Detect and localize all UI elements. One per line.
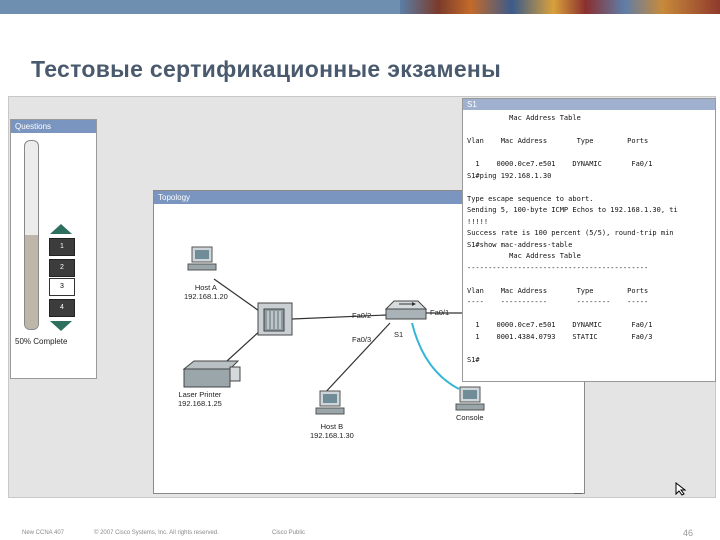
switch-label: S1 bbox=[394, 330, 404, 339]
host-b-label: Host B 192.168.1.30 bbox=[310, 422, 354, 440]
slide-title: Тестовые сертификационные экзамены bbox=[31, 56, 502, 82]
host-a-ip: 192.168.1.20 bbox=[184, 292, 228, 301]
question-button-3[interactable]: 3 bbox=[49, 278, 75, 296]
console-pc-icon[interactable] bbox=[455, 386, 485, 411]
link-host-a bbox=[213, 278, 263, 314]
previous-question-arrow-icon[interactable] bbox=[50, 224, 72, 234]
host-a-label: Host A 192.168.1.20 bbox=[184, 283, 228, 301]
port-fa0-3-label: Fa0/3 bbox=[352, 335, 372, 344]
link-fa0-2 bbox=[291, 314, 387, 320]
host-b-name: Host B bbox=[320, 422, 344, 431]
topology-diagram bbox=[182, 246, 485, 415]
switch-s1-icon[interactable] bbox=[384, 300, 428, 320]
terminal-line: !!!!! bbox=[467, 217, 489, 226]
questions-header: Questions bbox=[11, 120, 96, 133]
terminal-line: 1 0000.0ce7.e501 DYNAMIC Fa0/1 bbox=[467, 321, 653, 329]
terminal-line: ---- ----------- -------- ----- bbox=[467, 298, 649, 306]
port-fa0-2-label: Fa0/2 bbox=[352, 311, 372, 320]
terminal-line: Type escape sequence to abort. bbox=[467, 194, 594, 203]
laser-printer-icon[interactable] bbox=[182, 360, 241, 388]
next-question-arrow-icon[interactable] bbox=[50, 321, 72, 331]
topology-resize-handle[interactable] bbox=[574, 487, 582, 494]
top-banner bbox=[0, 0, 720, 14]
host-b-icon[interactable] bbox=[315, 390, 345, 415]
question-button-4[interactable]: 4 bbox=[49, 299, 75, 317]
terminal-line: S1#ping 192.168.1.30 bbox=[467, 171, 552, 180]
host-a-name: Host A bbox=[194, 283, 217, 292]
terminal-line: Vlan Mac Address Type Ports bbox=[467, 137, 649, 145]
terminal-line: S1#show mac-address-table bbox=[467, 240, 573, 249]
terminal-line: Sending 5, 100-byte ICMP Echos to 192.16… bbox=[467, 206, 678, 214]
printer-ip: 192.168.1.25 bbox=[178, 399, 222, 408]
questions-panel: Questions 1 2 3 4 50% Complete bbox=[10, 119, 97, 379]
link-fa0-3 bbox=[321, 322, 391, 397]
hub-icon[interactable] bbox=[257, 302, 293, 336]
terminal-line: Vlan Mac Address Type Ports bbox=[467, 286, 649, 295]
banner-image bbox=[400, 0, 720, 14]
terminal-line: Mac Address Table bbox=[467, 252, 581, 260]
terminal-line: 1 0000.0ce7.e501 DYNAMIC Fa0/1 bbox=[467, 160, 653, 168]
terminal-header: S1 bbox=[463, 99, 715, 110]
terminal-line: 1 0001.4384.0793 STATIC Fa0/3 bbox=[467, 332, 653, 341]
progress-label: 50% Complete bbox=[15, 337, 68, 346]
host-a-icon[interactable] bbox=[187, 246, 217, 271]
footer-classification: Cisco Public bbox=[272, 530, 306, 536]
page-number: 46 bbox=[683, 528, 694, 538]
question-button-1[interactable]: 1 bbox=[49, 238, 75, 256]
footer-copyright: © 2007 Cisco Systems, Inc. All rights re… bbox=[94, 530, 219, 536]
terminal-line: Success rate is 100 percent (5/5), round… bbox=[467, 229, 674, 237]
question-button-2[interactable]: 2 bbox=[49, 259, 75, 277]
console-label: Console bbox=[456, 413, 484, 422]
terminal-line: ----------------------------------------… bbox=[467, 263, 649, 272]
footer-course: New CCNA 407 bbox=[22, 530, 65, 536]
mouse-cursor-icon bbox=[675, 482, 687, 496]
progress-fill bbox=[25, 235, 38, 329]
terminal-line: S1# bbox=[467, 355, 480, 364]
console-cable bbox=[411, 322, 460, 390]
host-b-ip: 192.168.1.30 bbox=[310, 431, 354, 440]
printer-name: Laser Printer bbox=[178, 390, 222, 399]
port-fa0-1-label: Fa0/1 bbox=[430, 308, 450, 317]
terminal-line: Mac Address Table bbox=[467, 114, 581, 122]
printer-label: Laser Printer 192.168.1.25 bbox=[178, 390, 222, 408]
progress-bar bbox=[24, 140, 39, 330]
